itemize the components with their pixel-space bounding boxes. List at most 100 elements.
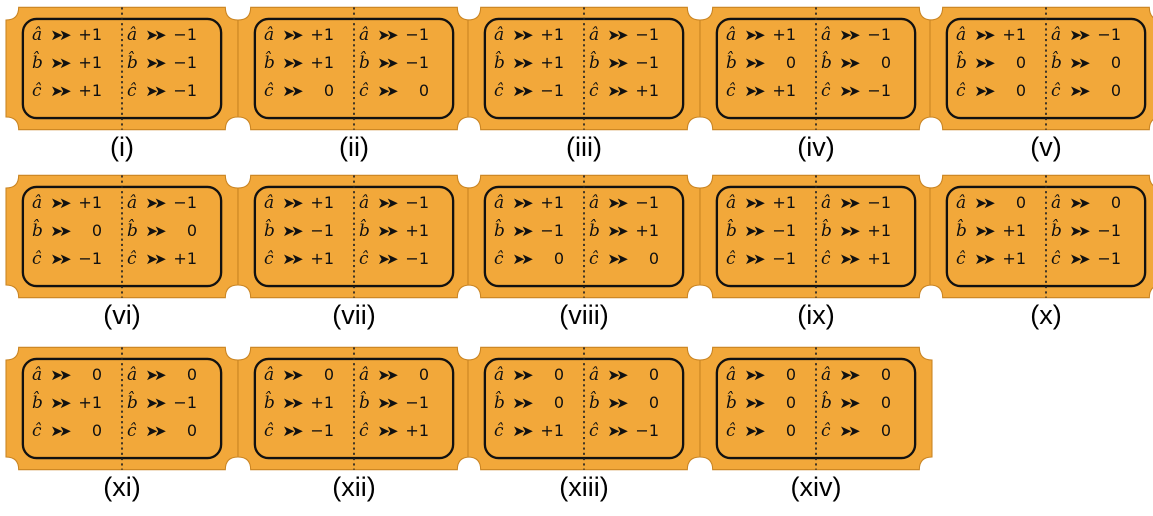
row-label: ĉ [1051,80,1067,102]
ticket-row-left: b̂➤➤+1 [264,52,334,74]
row-value: 0 [627,248,659,270]
ticket-row-right: ĉ➤➤0 [1051,80,1121,102]
row-label: â [359,364,375,386]
double-arrowhead-icon: ➤➤ [280,220,302,242]
ticket-row-left: ĉ➤➤+1 [264,248,334,270]
row-value: +1 [302,24,334,46]
ticket-row-right: ĉ➤➤−1 [359,248,429,270]
ticket-caption: (iv) [700,132,932,163]
ticket-row-right: b̂➤➤0 [821,392,891,414]
row-value: −1 [302,420,334,442]
row-label: b̂ [32,220,48,242]
row-label: ĉ [127,80,143,102]
double-arrowhead-icon: ➤➤ [48,248,70,270]
double-arrowhead-icon: ➤➤ [1067,52,1089,74]
double-arrowhead-icon: ➤➤ [375,220,397,242]
ticket-row-right: b̂➤➤+1 [821,220,891,242]
row-value: −1 [397,248,429,270]
row-label: ĉ [359,80,375,102]
row-label: â [726,364,742,386]
ticket-row-left: â➤➤+1 [956,24,1026,46]
ticket-row-right: b̂➤➤0 [127,220,197,242]
row-label: â [821,24,837,46]
row-label: â [32,24,48,46]
ticket-row-left: â➤➤0 [956,192,1026,214]
ticket-row-right: â➤➤0 [589,364,659,386]
double-arrowhead-icon: ➤➤ [143,248,165,270]
ticket-row-left: b̂➤➤+1 [32,392,102,414]
ticket-caption: (ii) [238,132,470,163]
row-value: −1 [397,52,429,74]
row-value: +1 [994,220,1026,242]
ticket-row-left: b̂➤➤0 [726,392,796,414]
double-arrowhead-icon: ➤➤ [837,364,859,386]
row-label: b̂ [264,52,280,74]
double-arrowhead-icon: ➤➤ [280,24,302,46]
ticket-caption: (viii) [468,300,700,331]
ticket-row-right: ĉ➤➤+1 [589,80,659,102]
row-label: ĉ [821,248,837,270]
ticket-row-right: ĉ➤➤+1 [821,248,891,270]
double-arrowhead-icon: ➤➤ [742,52,764,74]
double-arrowhead-icon: ➤➤ [1067,24,1089,46]
double-arrowhead-icon: ➤➤ [48,364,70,386]
ticket-row-left: b̂➤➤0 [494,392,564,414]
row-value: 0 [302,364,334,386]
row-label: â [494,192,510,214]
row-label: â [1051,192,1067,214]
row-label: b̂ [821,392,837,414]
row-value: 0 [532,364,564,386]
double-arrowhead-icon: ➤➤ [742,392,764,414]
ticket-row-right: b̂➤➤−1 [127,392,197,414]
row-label: b̂ [127,392,143,414]
ticket-caption: (x) [930,300,1153,331]
double-arrowhead-icon: ➤➤ [972,248,994,270]
ticket-row-right: b̂➤➤−1 [589,52,659,74]
ticket-card: â➤➤0b̂➤➤+1ĉ➤➤+1â➤➤0b̂➤➤−1ĉ➤➤−1(x) [930,174,1153,344]
row-label: â [127,24,143,46]
ticket-card: â➤➤+1b̂➤➤0ĉ➤➤+1â➤➤−1b̂➤➤0ĉ➤➤−1(iv) [700,6,932,176]
double-arrowhead-icon: ➤➤ [375,52,397,74]
double-arrowhead-icon: ➤➤ [742,192,764,214]
row-label: â [127,364,143,386]
row-label: ĉ [726,420,742,442]
ticket-card: â➤➤+1b̂➤➤+1ĉ➤➤0â➤➤−1b̂➤➤−1ĉ➤➤0(ii) [238,6,470,176]
row-value: −1 [627,52,659,74]
row-label: b̂ [494,220,510,242]
ticket-caption: (v) [930,132,1153,163]
row-label: b̂ [264,220,280,242]
double-arrowhead-icon: ➤➤ [742,248,764,270]
row-value: 0 [764,420,796,442]
row-value: 0 [764,364,796,386]
row-label: â [494,24,510,46]
double-arrowhead-icon: ➤➤ [375,392,397,414]
ticket-row-right: b̂➤➤0 [821,52,891,74]
double-arrowhead-icon: ➤➤ [742,80,764,102]
double-arrowhead-icon: ➤➤ [280,192,302,214]
row-value: +1 [165,248,197,270]
ticket-row-right: â➤➤−1 [359,24,429,46]
double-arrowhead-icon: ➤➤ [510,364,532,386]
ticket-row-left: ĉ➤➤+1 [726,80,796,102]
ticket-row-right: â➤➤−1 [359,192,429,214]
ticket-card: â➤➤+1b̂➤➤−1ĉ➤➤0â➤➤−1b̂➤➤+1ĉ➤➤0(viii) [468,174,700,344]
double-arrowhead-icon: ➤➤ [972,220,994,242]
ticket-row-left: ĉ➤➤0 [726,420,796,442]
row-label: b̂ [589,392,605,414]
row-value: −1 [627,24,659,46]
double-arrowhead-icon: ➤➤ [280,80,302,102]
row-label: b̂ [359,392,375,414]
ticket-row-right: ĉ➤➤0 [359,80,429,102]
row-value: 0 [994,192,1026,214]
row-label: ĉ [494,420,510,442]
row-value: 0 [1089,80,1121,102]
double-arrowhead-icon: ➤➤ [605,248,627,270]
ticket-row-left: â➤➤+1 [726,192,796,214]
double-arrowhead-icon: ➤➤ [1067,220,1089,242]
row-label: ĉ [32,248,48,270]
double-arrowhead-icon: ➤➤ [48,52,70,74]
row-value: 0 [70,220,102,242]
double-arrowhead-icon: ➤➤ [510,80,532,102]
row-value: +1 [302,52,334,74]
